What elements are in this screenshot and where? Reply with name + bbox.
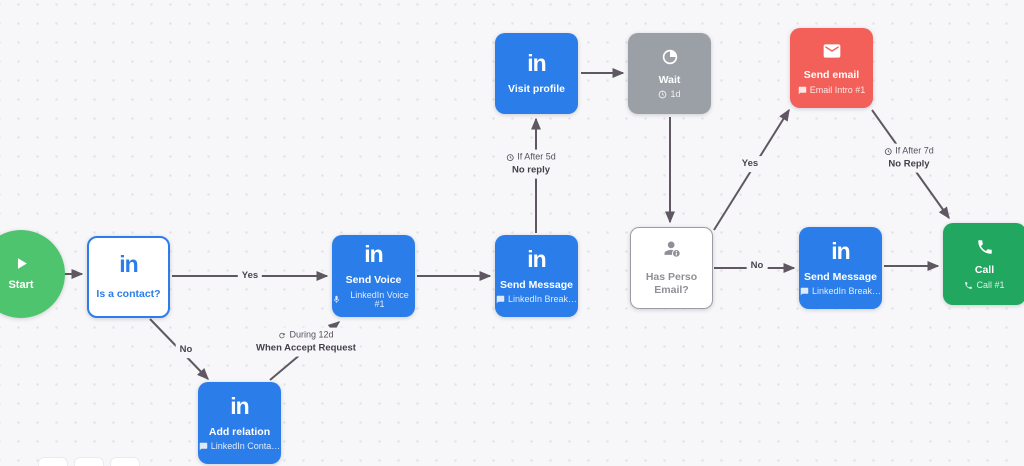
node-send-message-1[interactable]: in Send Message LinkedIn Break… <box>495 235 578 317</box>
node-title: Call <box>974 264 995 277</box>
node-title: Add relation <box>208 425 271 438</box>
edge-label-if-after-5d: If After 5d No reply <box>502 149 560 179</box>
refresh-icon <box>279 332 286 338</box>
edge-label-no-2: No <box>746 258 768 274</box>
node-title: Start <box>8 279 34 292</box>
node-send-message-2[interactable]: in Send Message LinkedIn Break… <box>799 227 882 309</box>
node-title: Send email <box>803 69 860 82</box>
chat-icon <box>798 86 806 95</box>
node-wait[interactable]: Wait 1d <box>628 33 711 114</box>
node-title: Send Voice <box>345 274 402 287</box>
node-title: Wait <box>658 73 681 86</box>
node-is-contact[interactable]: in Is a contact? <box>87 236 170 318</box>
edge-label-text-bold: No reply <box>511 164 550 176</box>
node-send-voice[interactable]: in Send Voice LinkedIn Voice #1 <box>332 235 415 317</box>
node-subtitle: LinkedIn Break… <box>496 295 577 304</box>
linkedin-icon: in <box>364 241 383 268</box>
linkedin-icon: in <box>527 245 546 272</box>
bottom-toolbar-button-3[interactable] <box>110 457 140 466</box>
edge-label-no-1: No <box>175 342 197 358</box>
bottom-toolbar-button-2[interactable] <box>74 457 104 466</box>
edge-label-if-after-7d: If After 7d No Reply <box>880 143 938 173</box>
node-title: Has Perso Email? <box>645 271 698 296</box>
node-subtitle-text: 1d <box>670 89 681 100</box>
chat-icon <box>199 443 207 451</box>
person-info-icon <box>664 241 681 259</box>
timer-icon <box>662 49 677 64</box>
edge-label-yes-2: Yes <box>737 156 763 172</box>
clock-icon <box>659 90 667 99</box>
edge-label-text: If After 7d <box>895 145 934 156</box>
bottom-toolbar-button-1[interactable] <box>38 457 68 466</box>
node-title: Send Message <box>804 270 877 283</box>
node-has-perso-email[interactable]: Has Perso Email? <box>630 227 713 309</box>
node-subtitle: LinkedIn Break… <box>800 287 881 296</box>
clock-icon <box>506 153 514 161</box>
linkedin-icon: in <box>230 392 249 419</box>
node-visit-profile[interactable]: in Visit profile <box>495 33 578 114</box>
node-subtitle-text: LinkedIn Break… <box>507 294 578 305</box>
node-subtitle: Call #1 <box>964 279 1005 290</box>
edge-label-during-12d: During 12d When Accept Request <box>252 327 360 357</box>
node-add-relation[interactable]: in Add relation LinkedIn Conta… <box>198 382 281 464</box>
node-subtitle: Email Intro #1 <box>798 84 866 95</box>
edge-label-text-bold: No Reply <box>888 158 930 170</box>
node-call[interactable]: Call Call #1 <box>943 223 1024 305</box>
node-title: Send Message <box>500 278 573 291</box>
node-subtitle: 1d <box>658 89 681 100</box>
edge-label-text: If After 5d <box>517 151 556 162</box>
linkedin-icon: in <box>119 251 138 278</box>
node-send-email[interactable]: Send email Email Intro #1 <box>790 28 873 108</box>
node-subtitle-text: LinkedIn Voice #1 <box>350 289 409 309</box>
node-subtitle-text: LinkedIn Conta… <box>210 441 281 452</box>
linkedin-icon: in <box>527 49 546 76</box>
node-subtitle: LinkedIn Conta… <box>199 441 281 452</box>
node-title: Is a contact? <box>96 288 161 301</box>
node-subtitle-text: Email Intro #1 <box>809 84 866 95</box>
edge-label-yes-1: Yes <box>237 268 263 284</box>
node-subtitle-text: LinkedIn Break… <box>811 286 882 297</box>
edge-label-text-bold: When Accept Request <box>256 342 356 354</box>
chat-icon <box>496 296 505 304</box>
phone-icon <box>965 281 973 289</box>
play-icon <box>17 258 27 270</box>
node-subtitle-text: Call #1 <box>976 279 1005 290</box>
mail-icon <box>823 44 840 58</box>
chat-icon <box>800 288 809 296</box>
edge-label-text: During 12d <box>289 329 334 340</box>
phone-icon <box>977 240 992 254</box>
clock-icon <box>884 147 892 155</box>
microphone-icon <box>333 296 340 304</box>
node-title: Visit profile <box>508 82 565 95</box>
linkedin-icon: in <box>831 237 850 264</box>
node-subtitle: LinkedIn Voice #1 <box>332 289 415 309</box>
